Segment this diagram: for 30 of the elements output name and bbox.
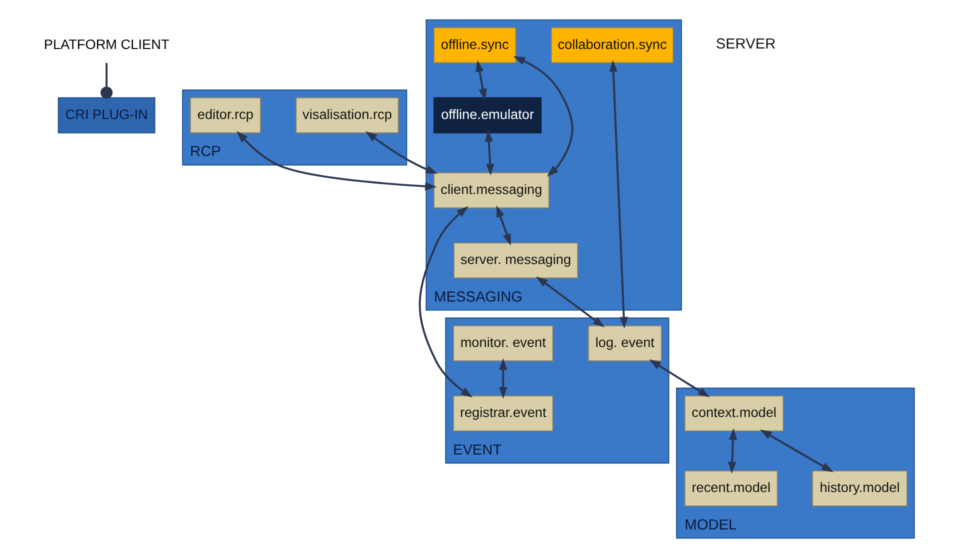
node-box: log. event — [587, 325, 662, 362]
arrow — [512, 56, 573, 177]
node-box: context.model — [684, 395, 784, 432]
arrow — [475, 60, 486, 101]
node-box: registrar.event — [452, 395, 553, 432]
node-box: offline.emulator — [432, 97, 542, 134]
node-box: CRI PLUG-IN — [57, 97, 155, 134]
arrow — [498, 358, 507, 399]
arrow — [236, 131, 436, 190]
connector — [100, 62, 112, 99]
arrow — [364, 131, 438, 174]
arrow — [418, 206, 472, 398]
node-box: server. messaging — [452, 242, 578, 279]
node-box: editor.rcp — [189, 97, 260, 134]
node-box: recent.model — [684, 470, 778, 507]
arrow — [760, 430, 833, 472]
node-box: monitor. event — [452, 325, 553, 362]
node-box: offline.sync — [432, 27, 516, 64]
node-text: PLATFORM CLIENT — [43, 36, 169, 52]
node-box: collaboration.sync — [550, 27, 674, 64]
arrow — [496, 205, 510, 246]
label: SERVER — [715, 36, 776, 53]
arrow — [648, 359, 710, 398]
arrow — [536, 276, 604, 328]
arrow — [484, 130, 494, 176]
arrow — [728, 428, 737, 474]
arrow — [608, 60, 628, 329]
node-box: client.messaging — [432, 172, 549, 208]
node-box: visalisation.rcp — [295, 97, 398, 134]
node-box: history.model — [812, 470, 907, 507]
